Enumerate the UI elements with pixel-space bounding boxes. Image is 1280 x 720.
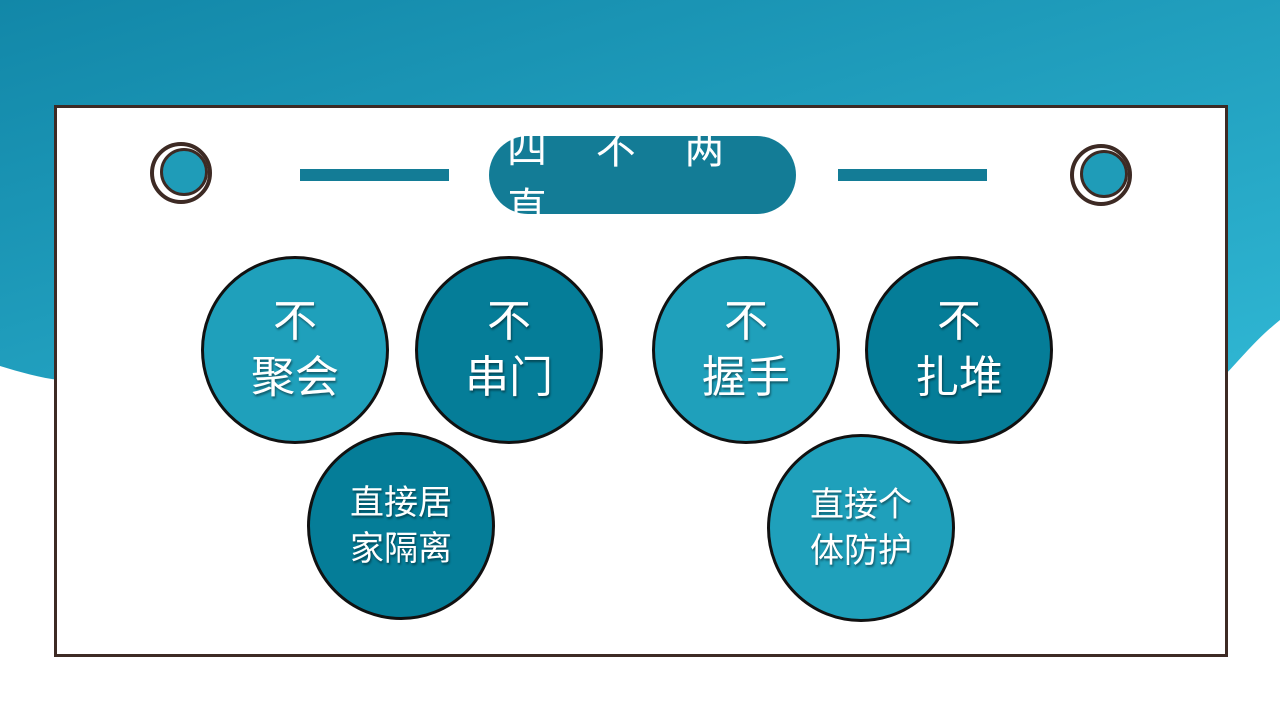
bubble-label: 不 握手 [702,296,790,403]
ring-decoration-left [150,142,212,204]
bubble-no-visiting: 不 串门 [415,256,603,444]
bubble-label: 直接个 体防护 [810,485,912,571]
bubble-label: 不 串门 [465,296,553,403]
title-pill: 四 不 两 直 [489,127,796,231]
page-title: 四 不 两 直 [507,127,743,231]
bubble-no-handshake: 不 握手 [652,256,840,444]
bubble-no-gathering: 不 聚会 [201,256,389,444]
bubble-label: 不 扎堆 [915,296,1003,403]
title-line-right [838,169,987,181]
bubble-home-isolation: 直接居 家隔离 [307,432,495,620]
bubble-label: 直接居 家隔离 [350,483,452,569]
bubble-no-crowding: 不 扎堆 [865,256,1053,444]
bubble-label: 不 聚会 [251,296,339,403]
title-line-left [300,169,449,181]
bubble-personal-protection: 直接个 体防护 [767,434,955,622]
ring-decoration-right [1070,144,1132,206]
